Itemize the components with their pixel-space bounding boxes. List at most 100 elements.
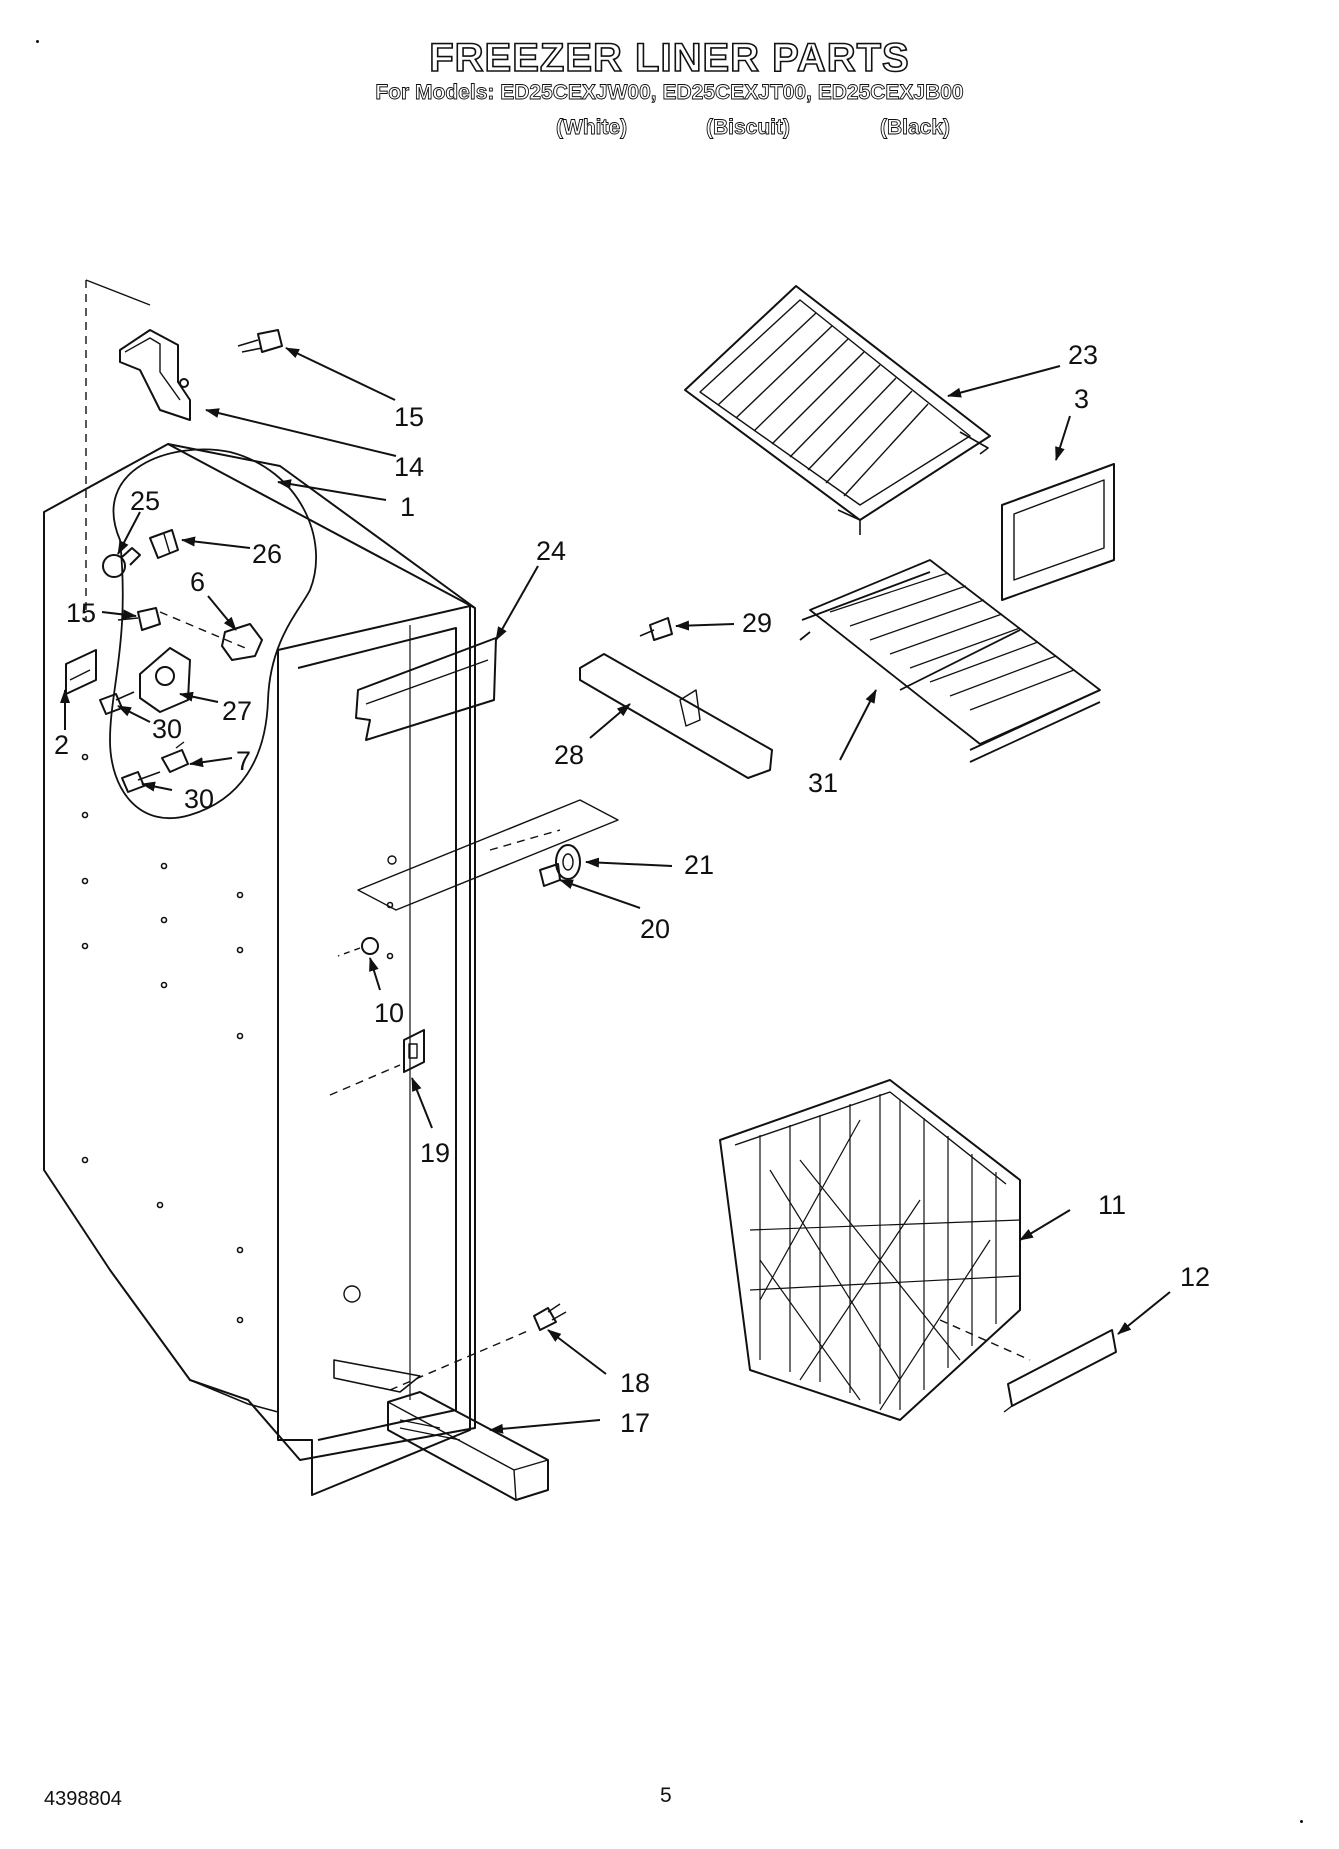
callout-27: 27 [222, 696, 252, 726]
callout-31: 31 [808, 768, 838, 798]
leader-21 [585, 857, 673, 868]
light-socket-part-26 [149, 529, 179, 559]
callout-20: 20 [640, 914, 670, 944]
leader-23 [947, 365, 1061, 398]
callout-6: 6 [190, 567, 205, 597]
models-line: For Models: ED25CEXJW00, ED25CEXJT00, ED… [375, 81, 964, 105]
scan-speck [36, 40, 39, 43]
liner-outline [43, 443, 476, 1461]
clip-part-6 [221, 623, 263, 661]
document-number: 4398804 [44, 1788, 122, 1810]
callout-2: 2 [54, 730, 69, 760]
leader-7 [189, 757, 233, 768]
retainer-part-21 [555, 844, 581, 880]
leader-6 [207, 595, 237, 631]
leader-30b [141, 781, 173, 792]
freezer-liner-cabinet [43, 443, 476, 1496]
color-white: (White) [556, 116, 628, 140]
callout-15: 15 [394, 402, 424, 432]
leader-30a [117, 705, 151, 723]
liner-top-edge [167, 443, 476, 609]
callout-18: 18 [620, 1368, 650, 1398]
leader-17 [489, 1419, 601, 1434]
callout-14: 14 [394, 452, 424, 482]
leader-19 [411, 1077, 433, 1129]
screw-part-15-mid [117, 607, 161, 631]
shelf-23-slats [717, 312, 929, 497]
color-biscuit: (Biscuit) [706, 116, 791, 140]
leader-18 [547, 1329, 607, 1375]
callout-26: 26 [252, 539, 282, 569]
callout-24: 24 [536, 536, 566, 566]
trim-part-17 [387, 1391, 549, 1501]
callout-11: 11 [1098, 1190, 1126, 1220]
page-number: 5 [660, 1784, 672, 1807]
callout-10: 10 [374, 998, 404, 1028]
cutaway-outline [109, 448, 317, 820]
callout-labels: 15 14 1 25 26 6 15 2 30 27 7 30 24 10 19… [54, 340, 1210, 1438]
leader-1 [277, 479, 387, 501]
callout-30: 30 [152, 714, 182, 744]
mounting-plate [357, 799, 619, 911]
leader-20 [559, 879, 641, 909]
glass-frame-part-3 [1001, 463, 1115, 601]
liner-screw-holes [81, 753, 394, 1324]
leader-3 [1055, 415, 1071, 461]
switch-part-19 [403, 1029, 425, 1073]
callout-12: 12 [1180, 1262, 1210, 1292]
callout-28: 28 [554, 740, 584, 770]
page-header: FREEZER LINER PARTS For Models: ED25CEXJ… [0, 35, 1339, 106]
switch-part-7 [161, 741, 189, 773]
color-black: (Black) [880, 116, 951, 140]
leader-14 [205, 408, 397, 457]
callout-7: 7 [236, 746, 251, 776]
callout-17: 17 [620, 1408, 650, 1438]
callout-29: 29 [742, 608, 772, 638]
callout-19: 19 [420, 1138, 450, 1168]
callout-23: 23 [1068, 340, 1098, 370]
leader-12 [1117, 1291, 1171, 1335]
callout-1: 1 [400, 492, 415, 522]
liner-hole [343, 1285, 361, 1303]
leader-10 [369, 957, 381, 991]
model-colors: (White) (Biscuit) (Black) [0, 116, 1339, 142]
screw-part-30-lower [121, 771, 161, 793]
leader-11 [1019, 1209, 1071, 1241]
callout-21: 21 [684, 850, 714, 880]
wire-shelf-part-31 [799, 559, 1101, 763]
leader-24 [495, 565, 539, 641]
screw-part-10 [337, 937, 379, 957]
leader-26 [181, 536, 251, 549]
hinge-bracket-part-14 [119, 329, 191, 421]
shelf-31-wires [829, 572, 1075, 711]
liner-inner-face [297, 627, 457, 1441]
light-housing-part-27 [139, 647, 191, 713]
drain-opening [333, 1359, 421, 1393]
liner-inner-panel [277, 605, 471, 1496]
leader-28 [589, 703, 631, 739]
leader-29 [675, 620, 735, 631]
leader-25 [117, 511, 141, 555]
callout-leaders [60, 347, 1171, 1434]
leader-15b [101, 609, 137, 620]
page-title: FREEZER LINER PARTS [428, 35, 910, 81]
callout-25: 25 [130, 486, 160, 516]
leader-31 [839, 689, 877, 761]
wire-basket-part-11 [719, 1079, 1021, 1421]
screw-part-29 [639, 617, 673, 641]
leader-15a [285, 347, 396, 401]
leader-27 [179, 691, 219, 703]
shelf-part-23 [684, 285, 991, 535]
scan-speck [1300, 1820, 1303, 1823]
basket-trim-part-12 [1003, 1329, 1117, 1413]
shelf-rail-part-28 [579, 653, 773, 779]
basket-wires [749, 1094, 1021, 1411]
screw-part-18 [533, 1303, 567, 1331]
callout-30-lower: 30 [184, 784, 214, 814]
bracket-part-2 [65, 649, 97, 695]
liner-bottom [189, 1379, 279, 1413]
callout-15-light: 15 [66, 598, 96, 628]
screw-part-15-top [237, 329, 283, 353]
callout-3: 3 [1074, 384, 1089, 414]
